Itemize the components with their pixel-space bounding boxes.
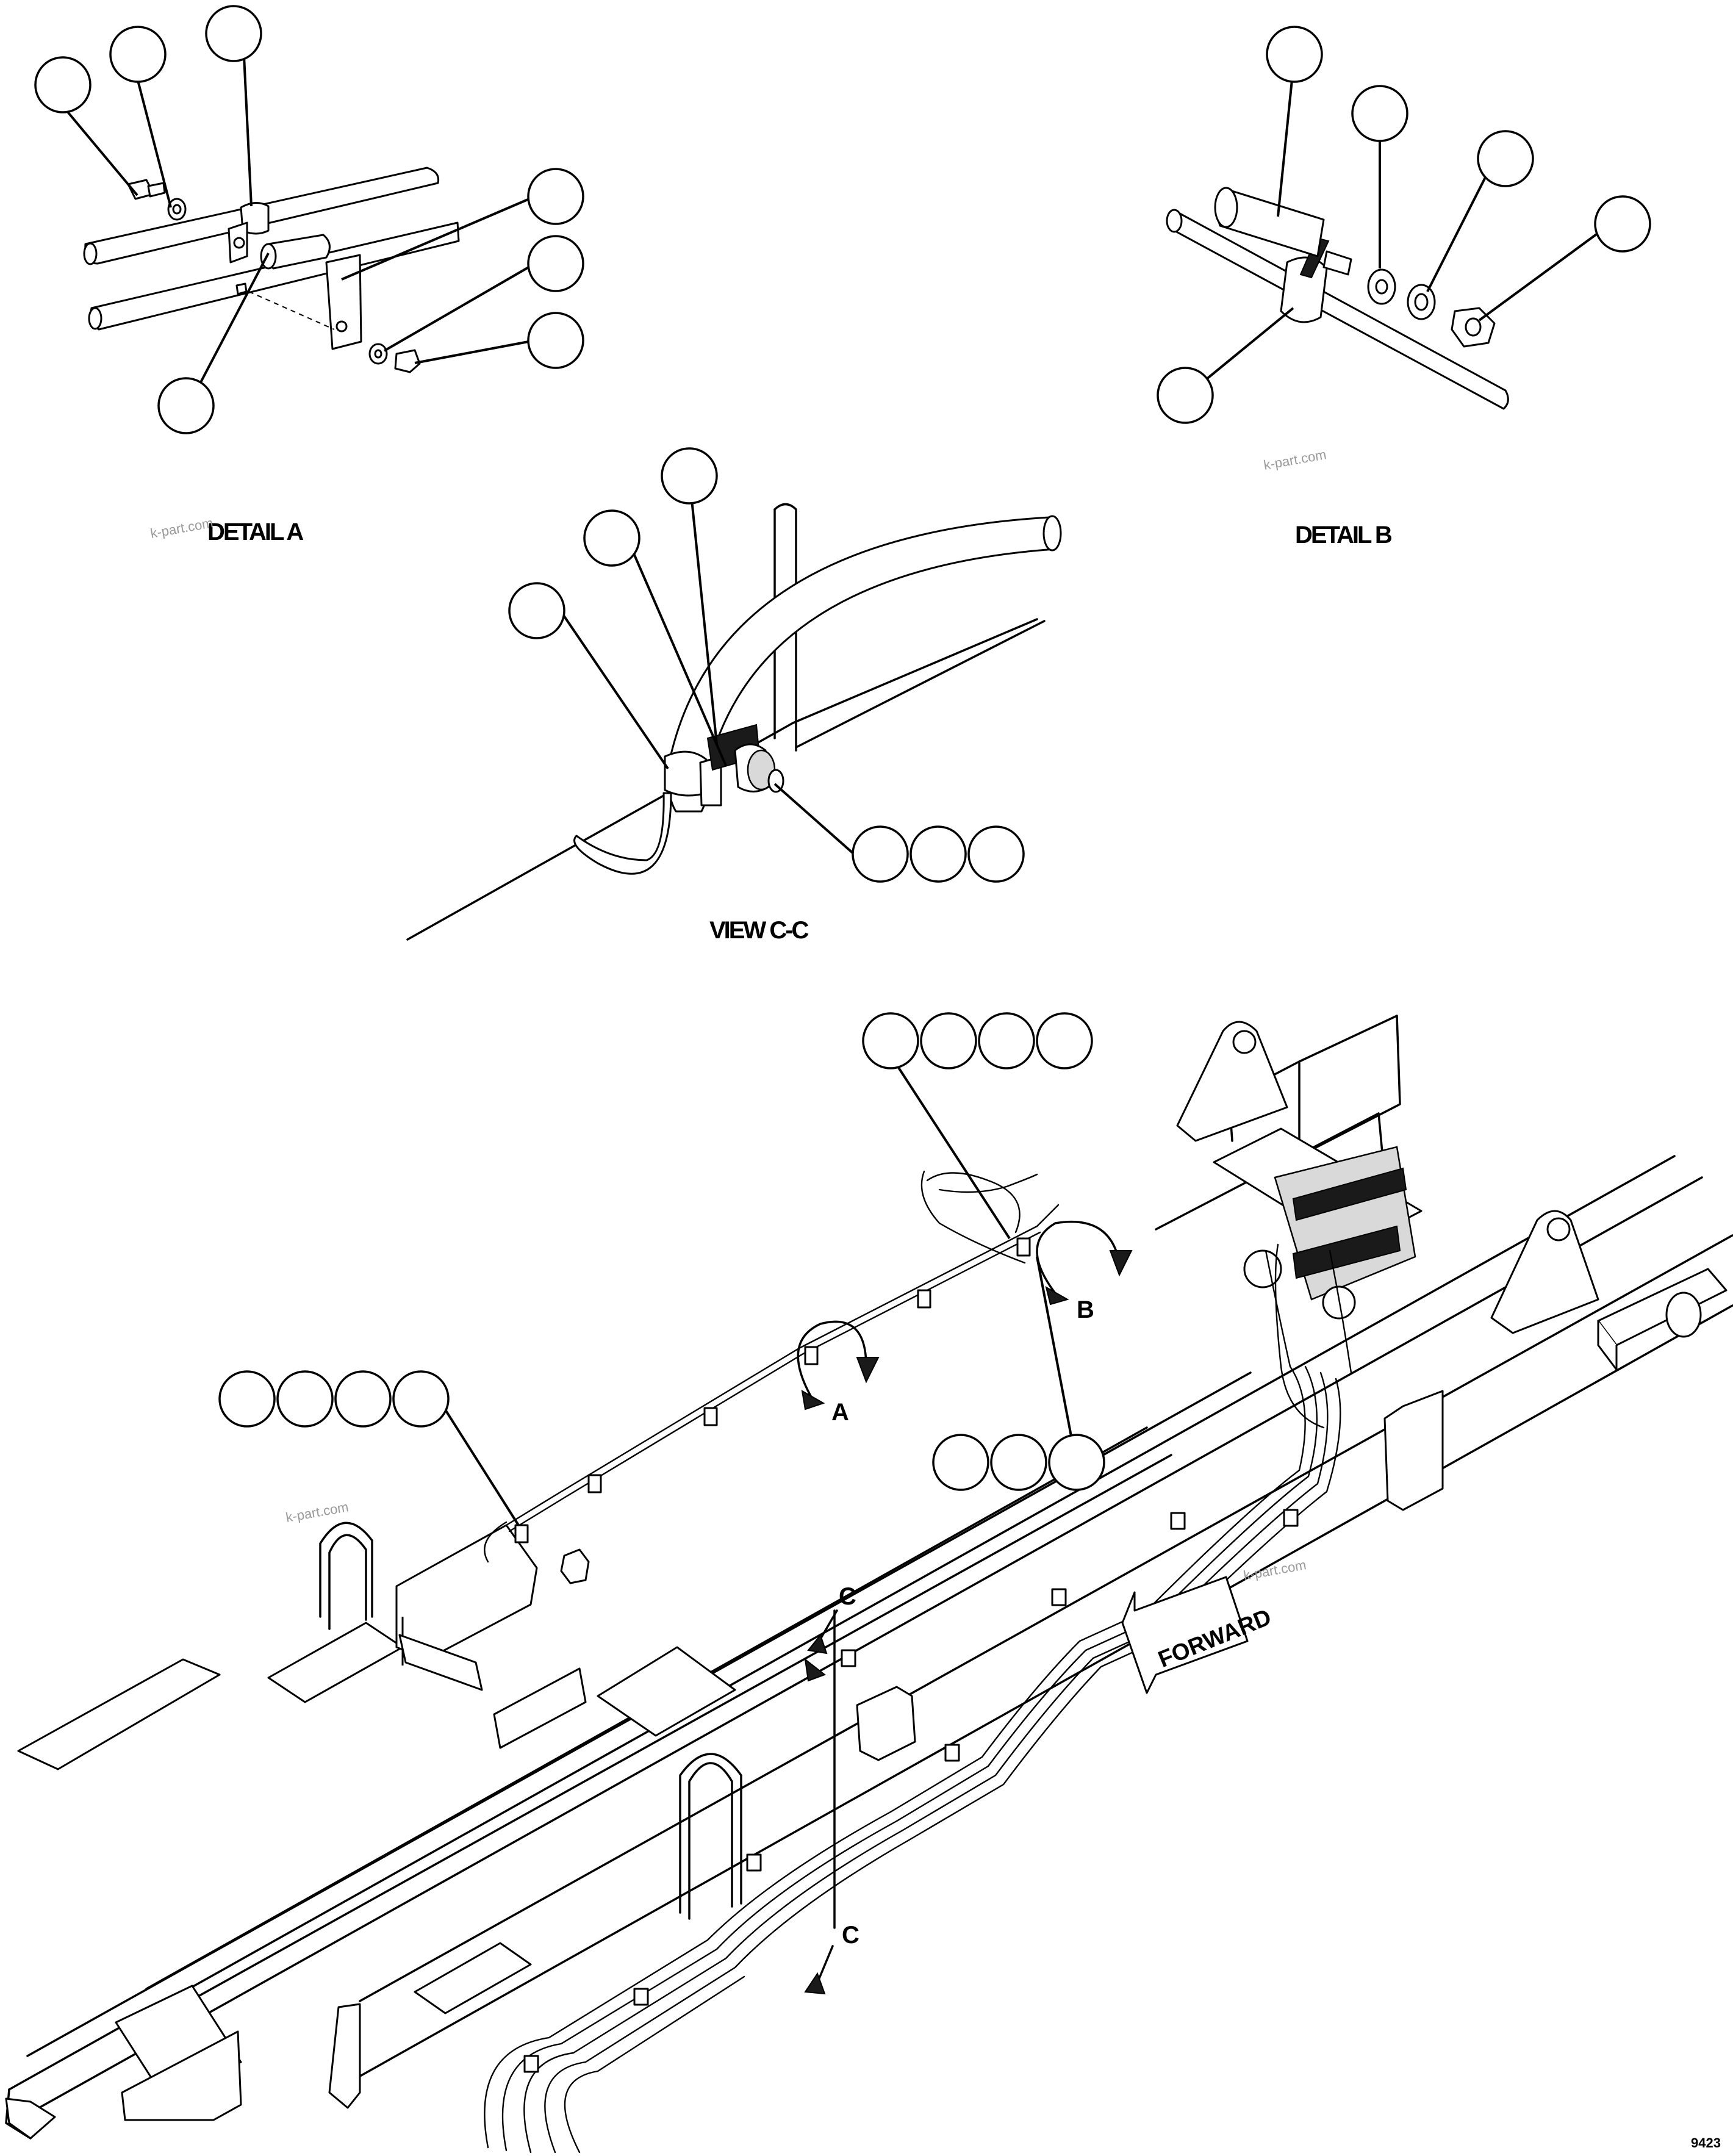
callout-b2 [1351, 85, 1408, 142]
callout-c2 [583, 509, 640, 567]
chassis-frame-drawing [5, 1015, 1733, 2140]
leader-lines [62, 56, 1613, 1526]
detail-b-label: DETAIL B [1295, 522, 1392, 548]
callout-a2 [109, 26, 167, 83]
callout-b5 [1157, 367, 1214, 424]
detail-a-label: DETAIL A [207, 519, 303, 545]
callout-d3 [978, 1012, 1035, 1069]
callout-c4 [852, 825, 909, 883]
callout-b3 [1477, 130, 1534, 187]
callout-f1 [932, 1434, 989, 1491]
section-c-markers [804, 1609, 838, 1995]
callout-a3 [205, 5, 262, 62]
hose-routing [484, 1170, 1352, 2154]
section-b-marker [1036, 1220, 1133, 1306]
callout-e4 [392, 1370, 450, 1428]
view-cc-label: VIEW C-C [709, 917, 809, 944]
callout-f2 [990, 1434, 1047, 1491]
detail-b-drawing [1166, 187, 1509, 410]
callout-e2 [276, 1370, 334, 1428]
drawing-number: 9423 [1691, 2135, 1721, 2151]
hose-clamps [514, 1237, 1299, 2073]
callout-e1 [218, 1370, 276, 1428]
watermark: k-part.com [285, 1499, 350, 1525]
watermark: k-part.com [1263, 447, 1328, 473]
callout-d2 [920, 1012, 977, 1069]
detail-a-drawing [83, 167, 460, 373]
section-c-top-label: C [839, 1583, 856, 1610]
callout-e3 [334, 1370, 392, 1428]
callout-a5 [527, 235, 584, 292]
callout-balloons [34, 5, 1651, 1491]
forward-arrow [1121, 1576, 1249, 1694]
callout-b1 [1266, 26, 1323, 83]
callout-a1 [34, 56, 91, 113]
callout-c6 [967, 825, 1025, 883]
callout-c1 [661, 447, 718, 505]
callout-d4 [1036, 1012, 1093, 1069]
section-a-marker [797, 1320, 880, 1410]
section-c-bottom-label: C [842, 1922, 859, 1949]
callout-c3 [508, 582, 565, 639]
callout-d1 [862, 1012, 919, 1069]
view-cc-drawing [406, 503, 1062, 941]
section-b-label: B [1077, 1296, 1094, 1323]
callout-a4 [527, 168, 584, 225]
callout-b4 [1594, 195, 1651, 253]
watermark: k-part.com [149, 515, 215, 541]
callout-f3 [1048, 1434, 1105, 1491]
callout-c5 [910, 825, 967, 883]
callout-a6 [527, 312, 584, 369]
watermark: k-part.com [1243, 1557, 1308, 1583]
callout-a7 [157, 377, 215, 434]
section-a-label: A [831, 1399, 849, 1426]
